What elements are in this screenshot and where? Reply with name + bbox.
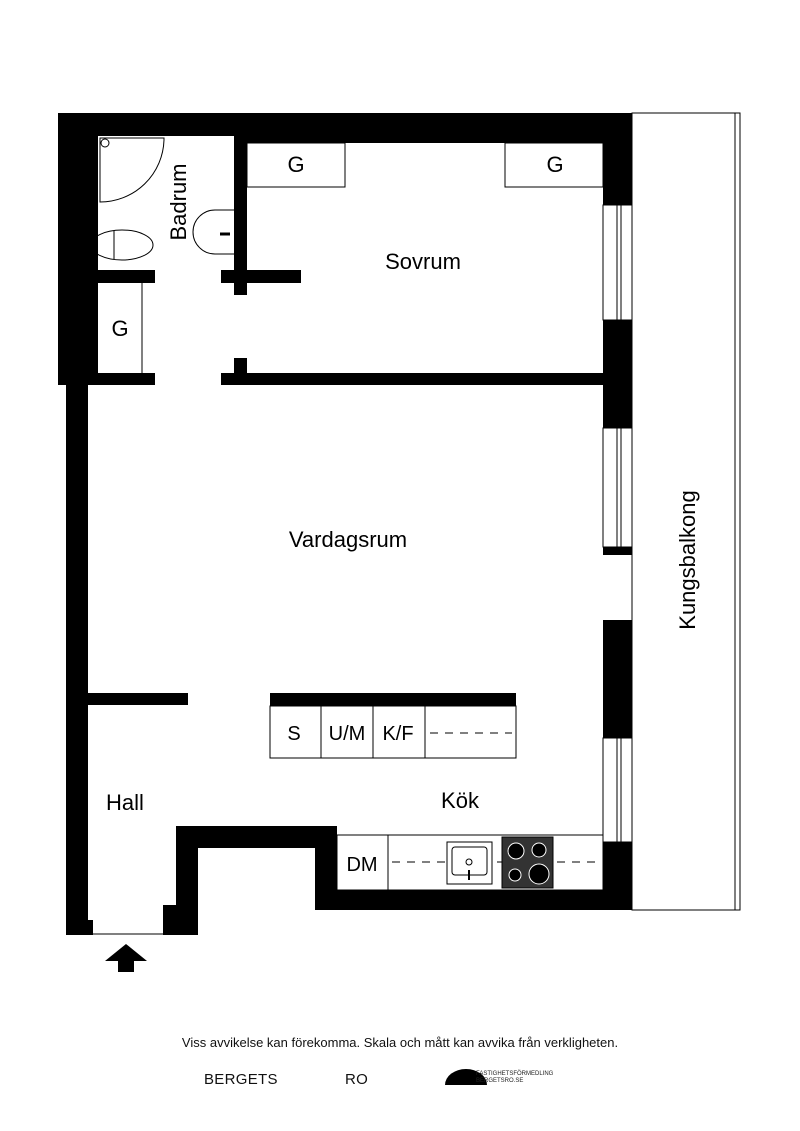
room-label-balcony: Kungsbalkong: [675, 490, 700, 629]
island-label-um: U/M: [329, 723, 366, 745]
room-label-hall: Hall: [106, 790, 144, 815]
stove-icon: [501, 836, 554, 889]
wardrobes: [141, 142, 604, 373]
bathroom-fixtures: [90, 137, 234, 261]
walls: [58, 113, 632, 935]
balcony: [631, 112, 741, 911]
windows: [602, 204, 633, 843]
wardrobe-label: G: [287, 152, 304, 177]
disclaimer: Viss avvikelse kan förekomma. Skala och …: [181, 1035, 619, 1050]
toilet-icon: [90, 229, 154, 261]
kitchen-sink-icon: [446, 841, 493, 885]
agency-line-2: BERGETSRO.SE: [476, 1078, 524, 1084]
wardrobe-label: G: [546, 152, 563, 177]
island-label-kf: K/F: [382, 723, 413, 745]
entrance-arrow-icon: [105, 944, 147, 972]
brand-right: RO: [345, 1071, 369, 1088]
kitchen-island: [269, 693, 517, 759]
brand-left: BERGETS: [204, 1071, 278, 1088]
dishwasher-label: DM: [346, 854, 377, 876]
agency-logo-icon: [445, 1069, 487, 1085]
room-label-kok: Kök: [441, 788, 480, 813]
kitchen-counter: [336, 834, 604, 891]
room-label-vardagsrum: Vardagsrum: [289, 527, 407, 552]
room-label-badrum: Badrum: [166, 163, 191, 240]
shower-icon: [99, 137, 165, 203]
agency-line-1: FASTIGHETSFÖRMEDLING: [476, 1071, 554, 1077]
sink-icon: [192, 209, 234, 255]
wardrobe-label: G: [111, 316, 128, 341]
room-label-sovrum: Sovrum: [385, 249, 461, 274]
island-label-s: S: [287, 723, 300, 745]
